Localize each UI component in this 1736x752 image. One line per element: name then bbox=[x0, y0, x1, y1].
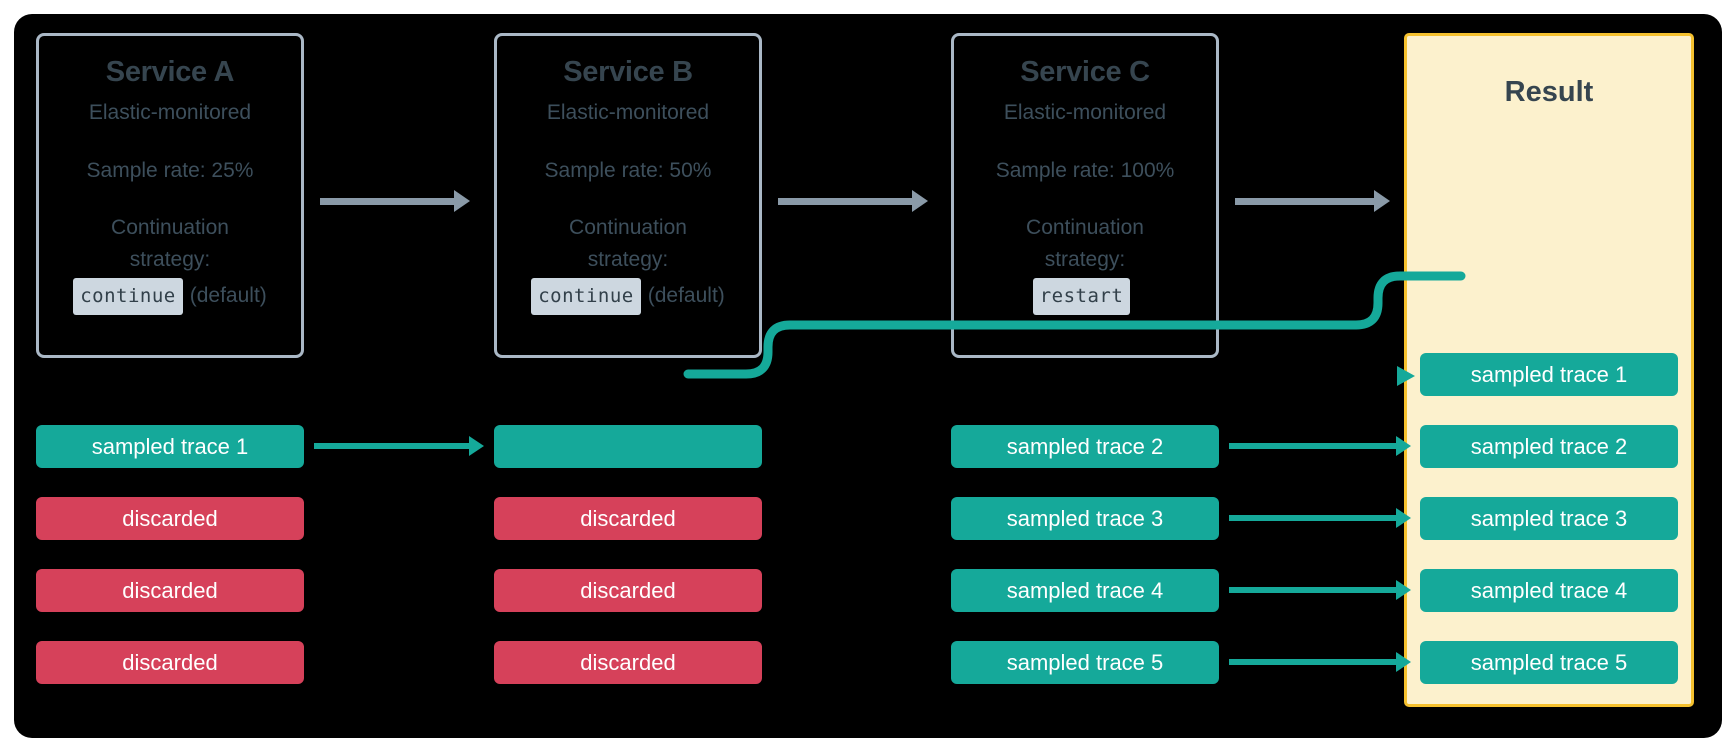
service-a-strategy-note: (default) bbox=[189, 284, 267, 307]
service-c-strategy-code: restart bbox=[1032, 278, 1131, 315]
trace-b-2: discarded bbox=[494, 497, 762, 540]
arrow-shaft bbox=[778, 198, 912, 205]
service-a-continuation-line1: Continuation bbox=[111, 216, 229, 239]
arrow-trace-c4-to-result5 bbox=[1229, 652, 1411, 672]
result-trace-2: sampled trace 2 bbox=[1420, 425, 1678, 468]
trace-c-2: sampled trace 3 bbox=[951, 497, 1219, 540]
result-trace-5: sampled trace 5 bbox=[1420, 641, 1678, 684]
arrow-head-icon bbox=[1396, 580, 1411, 600]
result-trace-1: sampled trace 1 bbox=[1420, 353, 1678, 396]
service-a-continuation-label: Continuation strategy: bbox=[39, 212, 301, 276]
service-box-a: Service A Elastic-monitored Sample rate:… bbox=[36, 33, 304, 358]
trace-a-2: discarded bbox=[36, 497, 304, 540]
trace-b-4: discarded bbox=[494, 641, 762, 684]
arrow-trace-c3-to-result4 bbox=[1229, 580, 1411, 600]
service-b-continuation-label: Continuation strategy: bbox=[497, 212, 759, 276]
service-c-strategy-row: restart bbox=[954, 278, 1216, 315]
trace-c-1: sampled trace 2 bbox=[951, 425, 1219, 468]
result-trace-3: sampled trace 3 bbox=[1420, 497, 1678, 540]
service-b-subtitle: Elastic-monitored bbox=[546, 101, 710, 124]
arrow-shaft bbox=[1229, 515, 1396, 521]
service-b-continuation-line2: strategy: bbox=[587, 248, 669, 271]
service-b-strategy-note: (default) bbox=[647, 284, 725, 307]
service-c-title: Service C bbox=[1020, 56, 1150, 88]
trace-b-1 bbox=[494, 425, 762, 468]
arrow-service-b-to-c bbox=[778, 190, 928, 212]
service-c-subtitle: Elastic-monitored bbox=[1003, 101, 1167, 124]
arrow-head-icon bbox=[454, 190, 470, 212]
trace-a-4: discarded bbox=[36, 641, 304, 684]
result-trace-4: sampled trace 4 bbox=[1420, 569, 1678, 612]
service-a-strategy-code: continue bbox=[73, 278, 183, 315]
service-c-continuation-line2: strategy: bbox=[1044, 248, 1126, 271]
arrow-trace-c1-to-result2 bbox=[1229, 436, 1411, 456]
service-c-continuation-line1: Continuation bbox=[1026, 216, 1144, 239]
service-a-sample-rate: Sample rate: 25% bbox=[86, 159, 254, 182]
arrow-shaft bbox=[320, 198, 454, 205]
service-a-title: Service A bbox=[105, 56, 235, 88]
arrow-shaft bbox=[1229, 659, 1396, 665]
service-box-b: Service B Elastic-monitored Sample rate:… bbox=[494, 33, 762, 358]
trace-a-3: discarded bbox=[36, 569, 304, 612]
arrow-head-icon bbox=[1396, 508, 1411, 528]
service-c-sample-rate: Sample rate: 100% bbox=[995, 159, 1175, 182]
service-b-strategy-row: continue (default) bbox=[497, 278, 759, 315]
arrow-service-a-to-b bbox=[320, 190, 470, 212]
trace-b-3: discarded bbox=[494, 569, 762, 612]
arrow-head-icon bbox=[469, 436, 484, 456]
service-a-strategy-row: continue (default) bbox=[39, 278, 301, 315]
arrow-trace-c2-to-result3 bbox=[1229, 508, 1411, 528]
arrow-trace-a1-to-b1 bbox=[314, 436, 484, 456]
service-b-sample-rate: Sample rate: 50% bbox=[544, 159, 712, 182]
arrow-head-icon bbox=[1374, 190, 1390, 212]
arrow-shaft bbox=[314, 443, 469, 449]
service-b-continuation-line1: Continuation bbox=[569, 216, 687, 239]
trace-c-3: sampled trace 4 bbox=[951, 569, 1219, 612]
trace-a-1: sampled trace 1 bbox=[36, 425, 304, 468]
arrow-head-icon bbox=[912, 190, 928, 212]
service-a-subtitle: Elastic-monitored bbox=[88, 101, 252, 124]
arrow-head-icon bbox=[1396, 436, 1411, 456]
arrow-shaft bbox=[1229, 587, 1396, 593]
arrow-shaft bbox=[1235, 198, 1374, 205]
service-b-strategy-code: continue bbox=[531, 278, 641, 315]
service-b-title: Service B bbox=[563, 56, 693, 88]
arrow-service-c-to-result bbox=[1235, 190, 1390, 212]
arrow-head-icon bbox=[1396, 652, 1411, 672]
trace-c-4: sampled trace 5 bbox=[951, 641, 1219, 684]
service-box-c: Service C Elastic-monitored Sample rate:… bbox=[951, 33, 1219, 358]
arrow-shaft bbox=[1229, 443, 1396, 449]
service-c-continuation-label: Continuation strategy: bbox=[954, 212, 1216, 276]
service-a-continuation-line2: strategy: bbox=[129, 248, 211, 271]
result-title: Result bbox=[1504, 76, 1594, 108]
